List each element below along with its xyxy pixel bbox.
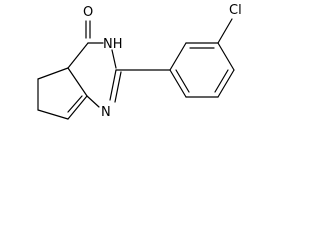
bond-nh-c2 — [111, 49, 117, 69]
aromatic-inner-bond-left — [175, 69, 190, 93]
bond-n-c2-double-b — [114, 71, 122, 103]
bond-n-c2-double-a — [109, 69, 117, 101]
bond-ar3-cl — [217, 18, 233, 44]
bond-c7-c7a-double-outer — [67, 95, 88, 120]
bond-c7a-n — [86, 95, 100, 108]
nh-label: NH — [103, 37, 123, 52]
oxygen-label: O — [83, 5, 93, 20]
bond-c4a-c5 — [37, 67, 69, 80]
bond-ar6-ar1 — [169, 69, 187, 98]
bond-c6-c7 — [37, 109, 69, 120]
bond-c4a-c4 — [67, 42, 89, 69]
bond-ar3-ar4 — [217, 42, 235, 71]
bond-ar1-ar2 — [169, 42, 187, 71]
bond-c7-c7a-double-inner — [67, 95, 83, 113]
chlorine-label: Cl — [229, 3, 242, 18]
aromatic-inner-bond-right — [214, 69, 229, 93]
nitrogen-label: N — [101, 105, 111, 120]
chemical-structure: O NH N Cl — [37, 3, 242, 120]
bond-c4a-c7a — [67, 67, 88, 97]
bond-ar4-ar5 — [217, 69, 235, 98]
